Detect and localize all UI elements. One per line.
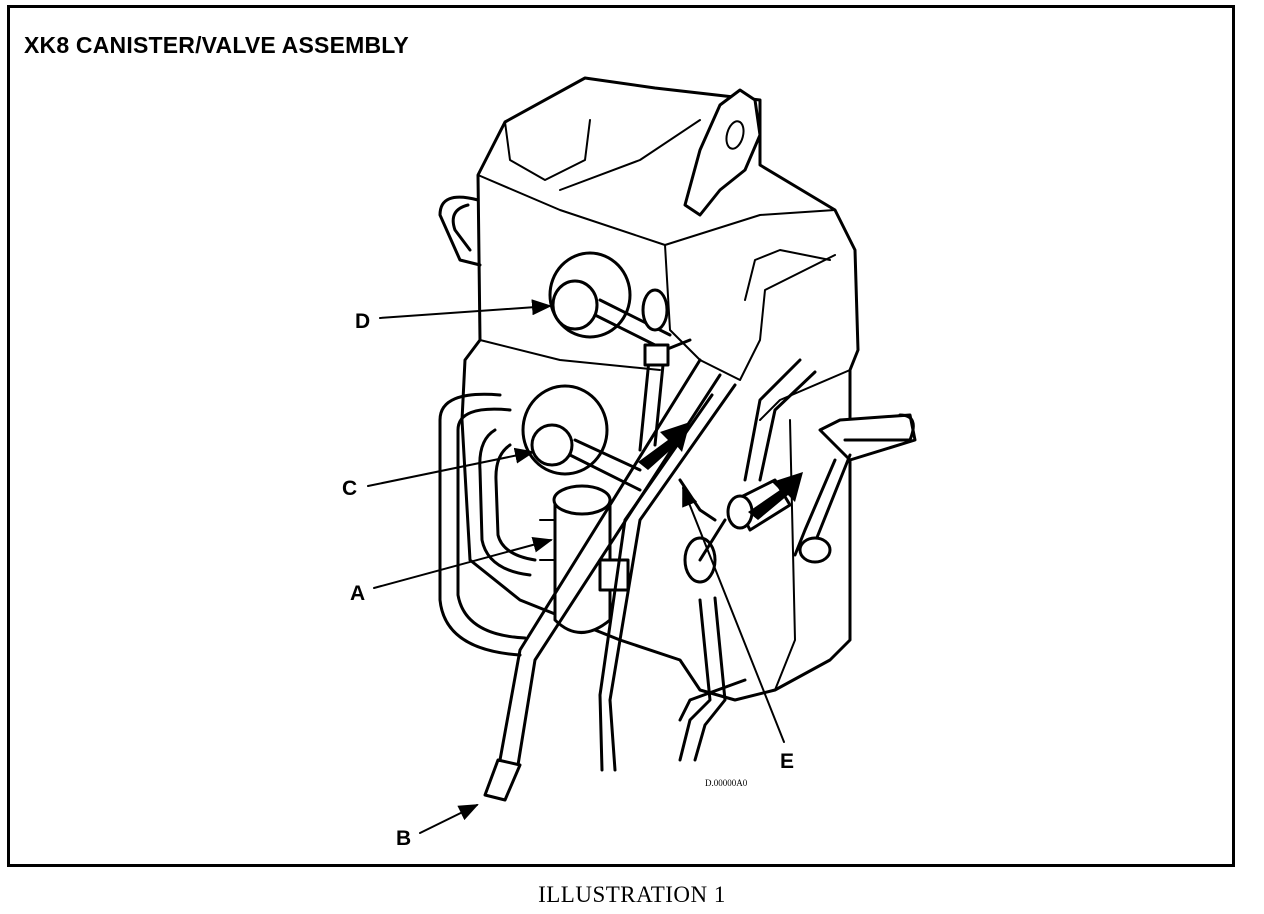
left-hose — [438, 195, 537, 657]
mounting-bracket — [683, 88, 762, 217]
upper-valve — [548, 251, 692, 352]
leader-line-a — [373, 536, 553, 589]
drawing-code: D.00000A0 — [705, 778, 748, 788]
leader-line-e — [682, 486, 785, 743]
outlet-pipe-b — [483, 358, 737, 802]
callout-c: C — [342, 477, 357, 500]
leader-lines — [367, 299, 785, 834]
callout-b: B — [396, 827, 411, 850]
solenoid-valve — [539, 484, 630, 634]
callout-e: E — [780, 750, 794, 773]
lower-valve — [521, 384, 642, 492]
figure-title: XK8 CANISTER/VALVE ASSEMBLY — [24, 32, 409, 58]
right-hoses — [678, 358, 917, 722]
figure-caption: ILLUSTRATION 1 — [538, 882, 726, 907]
leader-line-c — [367, 447, 535, 487]
flow-arrow-right — [748, 472, 803, 520]
flow-arrow-center — [638, 422, 690, 470]
callout-d: D — [355, 310, 370, 333]
leader-line-d — [379, 299, 552, 319]
leader-line-b — [419, 804, 479, 834]
flow-arrows — [638, 422, 803, 520]
callout-a: A — [350, 582, 365, 605]
